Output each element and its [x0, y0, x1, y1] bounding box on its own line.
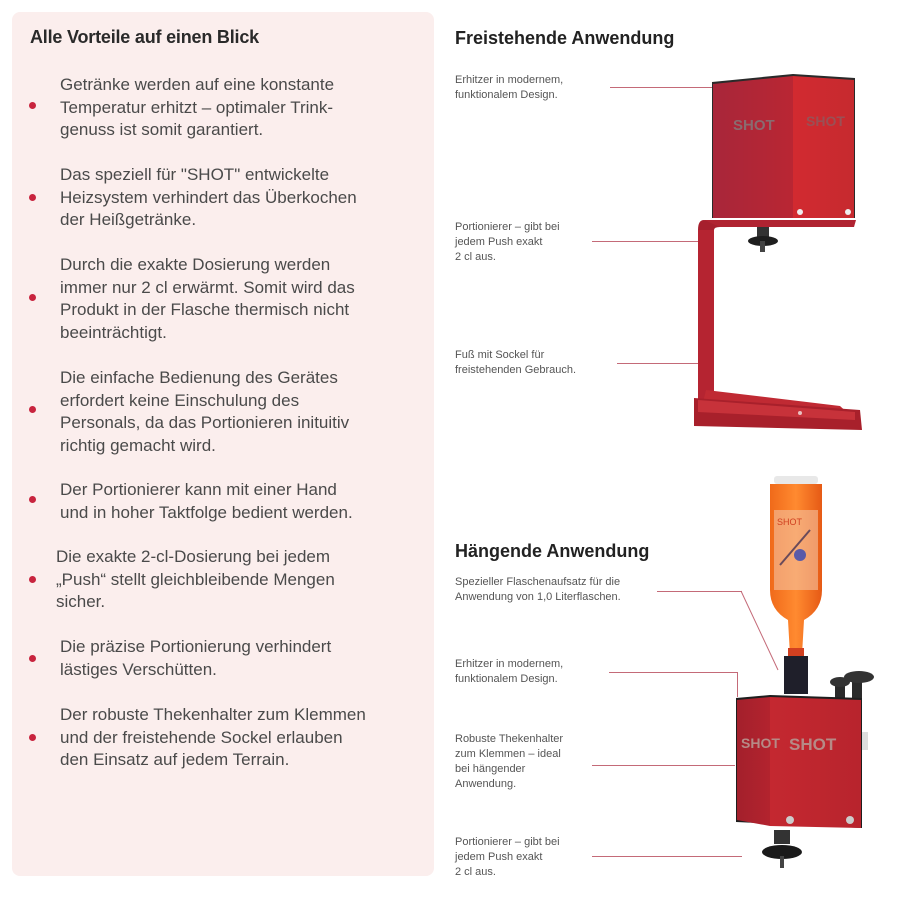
bullet-icon	[29, 406, 36, 413]
callout-heater: Erhitzer in modernem, funktionalem Desig…	[455, 658, 564, 685]
svg-text:SHOT: SHOT	[741, 735, 780, 751]
shot-logo: SHOT	[733, 117, 775, 134]
bullet-icon	[29, 655, 36, 662]
benefit-text: Die präzise Portionierung verhindert läs…	[60, 637, 332, 679]
callout-portioner: Portionierer – gibt bei jedem Push exakt…	[455, 221, 560, 263]
freestanding-device-image: SHOT SHOT	[694, 74, 862, 430]
freestanding-title: Freistehende Anwendung	[455, 28, 675, 48]
bullet-icon	[29, 496, 36, 503]
benefit-text: Die einfache Bedienung des Gerätes erfor…	[60, 368, 350, 455]
callout-line	[610, 87, 713, 88]
hanging-title: Hängende Anwendung	[455, 541, 650, 561]
bullet-icon	[29, 194, 36, 201]
hanging-device-image: SHOT SHOT SHOT	[736, 476, 874, 868]
bullet-icon	[29, 734, 36, 741]
callout-line	[609, 672, 737, 673]
callout-line	[617, 363, 700, 364]
bullet-icon	[29, 294, 36, 301]
benefit-text: Das speziell für "SHOT" entwickelte Heiz…	[60, 165, 357, 229]
callout-foot: Fuß mit Sockel für freistehenden Gebrauc…	[455, 349, 577, 376]
bullet-icon	[29, 102, 36, 109]
benefit-text: Durch die exakte Dosierung werden immer …	[60, 255, 355, 342]
benefit-text: Der robuste Thekenhalter zum Klemmen und…	[60, 705, 366, 769]
callout-line	[737, 672, 738, 697]
benefit-text: Der Portionierer kann mit einer Hand und…	[60, 480, 353, 522]
callout-line	[592, 856, 742, 857]
benefits-title: Alle Vorteile auf einen Blick	[30, 27, 259, 47]
callout-line	[592, 765, 735, 766]
callout-portioner: Portionierer – gibt bei jedem Push exakt…	[455, 836, 560, 878]
callout-counter-clamp: Robuste Thekenhalter zum Klemmen – ideal…	[455, 733, 564, 790]
shot-logo: SHOT	[789, 735, 837, 754]
callout-bottle-adapter: Spezieller Flaschenaufsatz für die Anwen…	[455, 576, 621, 603]
svg-text:SHOT: SHOT	[777, 517, 803, 527]
bullet-icon	[29, 576, 36, 583]
callout-line	[592, 241, 700, 242]
callout-heater: Erhitzer in modernem, funktionalem Desig…	[455, 74, 564, 101]
benefit-text: Getränke werden auf eine konstante Tempe…	[60, 75, 335, 139]
callout-line	[657, 591, 742, 592]
svg-text:SHOT: SHOT	[806, 113, 845, 129]
benefit-text: Die exakte 2-cl-Dosierung bei jedem „Pus…	[56, 547, 335, 611]
benefits-panel	[12, 12, 434, 876]
callout-line	[740, 590, 779, 671]
